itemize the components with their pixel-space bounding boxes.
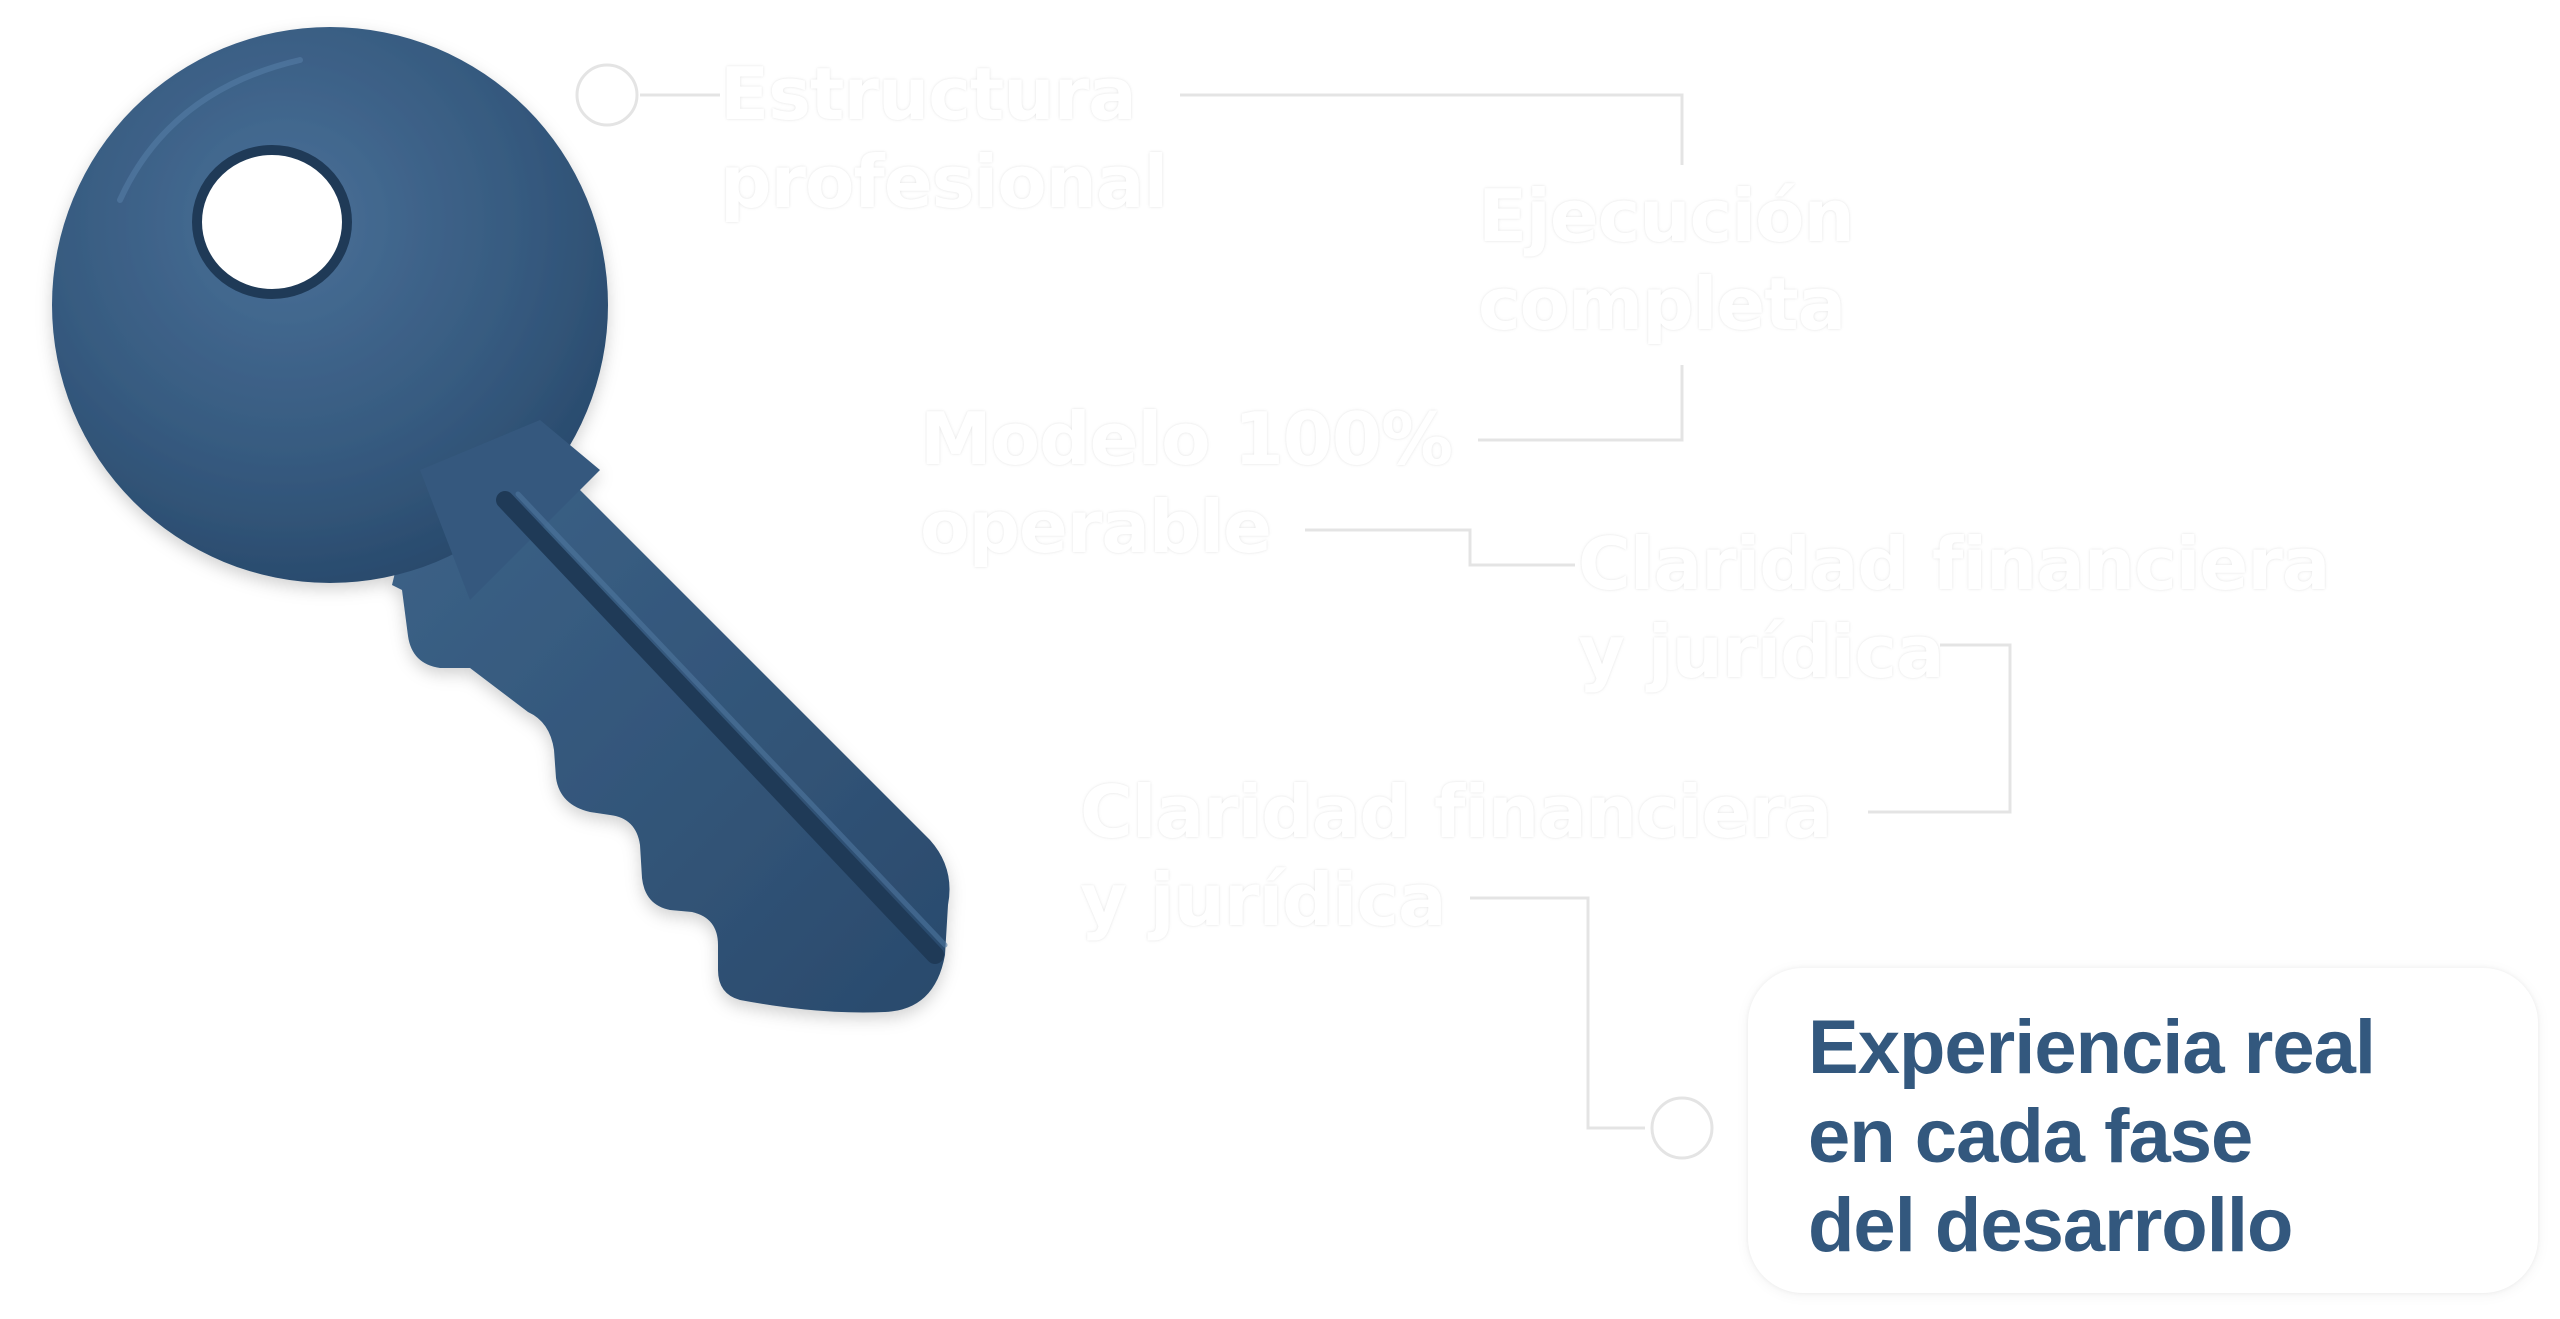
node-modelo-line-1: Modelo 100% — [920, 397, 1453, 481]
connector-ejecucion-modelo — [1478, 365, 1684, 442]
key-icon — [52, 27, 950, 1013]
key-shaft — [392, 430, 950, 1013]
key-head — [52, 27, 608, 583]
connector-estructura-ejecucion — [640, 93, 1684, 165]
node-modelo-line-2: operable — [920, 485, 1272, 569]
node-ejecucion-line-1: Ejecución — [1478, 174, 1855, 258]
node-claridad-2-line-2: y jurídica — [1080, 858, 1447, 942]
end-node-icon — [1650, 1096, 1714, 1160]
connector-claridad-2-highlight — [1470, 896, 1645, 1130]
highlight-line-1: Experiencia real — [1808, 1005, 2376, 1090]
node-estructura-line-2: profesional — [720, 140, 1168, 224]
highlight-line-3: del desarrollo — [1808, 1183, 2293, 1268]
node-estructura: Estructura profesional — [720, 50, 1168, 226]
node-claridad-1: Claridad financiera y jurídica — [1578, 520, 2330, 696]
node-estructura-line-1: Estructura — [720, 52, 1137, 136]
node-claridad-2: Claridad financiera y jurídica — [1080, 768, 1832, 944]
start-node-icon — [575, 63, 639, 127]
highlight-card — [1748, 968, 2538, 1293]
key-groove — [496, 491, 944, 964]
node-claridad-1-line-1: Claridad financiera — [1578, 522, 2330, 606]
node-ejecucion: Ejecución completa — [1478, 172, 1855, 348]
node-claridad-1-line-2: y jurídica — [1578, 610, 1945, 694]
key-hole — [192, 145, 352, 299]
node-claridad-2-line-1: Claridad financiera — [1080, 770, 1832, 854]
highlight-line-2: en cada fase — [1808, 1094, 2253, 1179]
connector-claridad-1-claridad-2 — [1868, 643, 2012, 814]
node-ejecucion-line-2: completa — [1478, 262, 1846, 346]
node-modelo: Modelo 100% operable — [920, 395, 1453, 571]
connector-modelo-claridad-1 — [1305, 528, 1575, 567]
highlight-card-text: Experiencia real en cada fase del desarr… — [1808, 1003, 2376, 1270]
